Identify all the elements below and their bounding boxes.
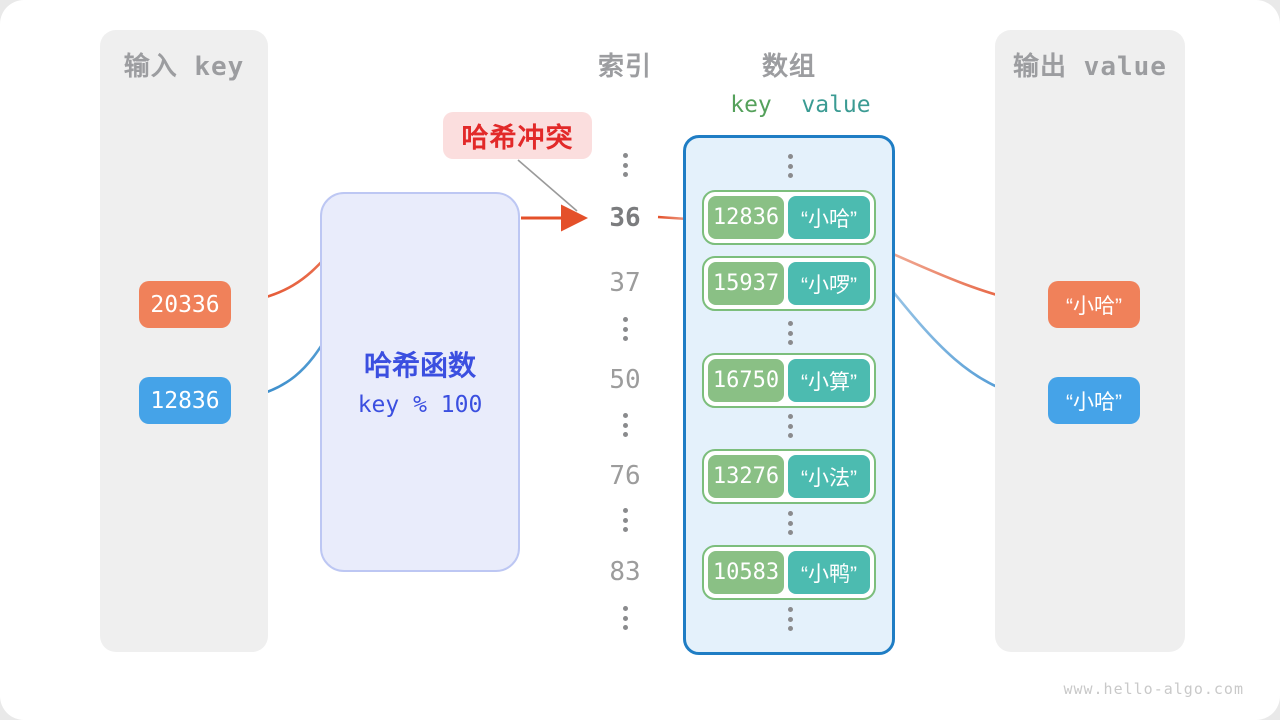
pair-key: 16750 [708, 359, 784, 402]
pair-key: 15937 [708, 262, 784, 305]
array-pair-row: 15937 “小啰” [702, 256, 876, 311]
output-value-blue: “小哈” [1048, 377, 1140, 424]
array-column-title: 数组 [761, 51, 816, 81]
collision-pointer-line [517, 159, 578, 212]
array-value-header: value [801, 92, 871, 118]
array-pair-row: 13276 “小法” [702, 449, 876, 504]
pair-key: 13276 [708, 455, 784, 498]
ellipsis-icon [750, 511, 830, 535]
hash-function-box: 哈希函数 key % 100 [320, 192, 520, 572]
hash-function-formula: key % 100 [357, 392, 483, 418]
array-pair-row: 16750 “小算” [702, 353, 876, 408]
index-column-title: 索引 [597, 51, 652, 81]
input-key-panel: 输入 key [100, 30, 268, 652]
array-pair-row: 12836 “小哈” [702, 190, 876, 245]
pair-value: “小鸭” [788, 551, 870, 594]
index-cell-36: 36 [609, 203, 641, 233]
pair-key: 12836 [708, 196, 784, 239]
pair-value: “小啰” [788, 262, 870, 305]
index-cell-83: 83 [609, 557, 641, 587]
watermark: www.hello-algo.com [1063, 680, 1244, 698]
input-key-20336: 20336 [139, 281, 231, 328]
pair-value: “小算” [788, 359, 870, 402]
hash-collision-label: 哈希冲突 [443, 112, 592, 159]
ellipsis-icon [585, 413, 665, 437]
output-value-panel: 输出 value [995, 30, 1185, 652]
output-value-orange: “小哈” [1048, 281, 1140, 328]
ellipsis-icon [750, 154, 830, 178]
pair-value: “小法” [788, 455, 870, 498]
ellipsis-icon [750, 607, 830, 631]
input-key-12836: 12836 [139, 377, 231, 424]
ellipsis-icon [750, 414, 830, 438]
array-key-header: key [730, 92, 772, 118]
ellipsis-icon [750, 321, 830, 345]
array-pair-row: 10583 “小鸭” [702, 545, 876, 600]
ellipsis-icon [585, 153, 665, 177]
output-panel-title: 输出 value [1013, 52, 1167, 82]
ellipsis-icon [585, 606, 665, 630]
ellipsis-icon [585, 317, 665, 341]
index-cell-76: 76 [609, 461, 641, 491]
index-cell-50: 50 [609, 365, 641, 395]
input-panel-title: 输入 key [123, 52, 245, 82]
index-cell-37: 37 [609, 268, 641, 298]
ellipsis-icon [585, 508, 665, 532]
hash-function-title: 哈希函数 [363, 350, 476, 381]
pair-value: “小哈” [788, 196, 870, 239]
pair-key: 10583 [708, 551, 784, 594]
